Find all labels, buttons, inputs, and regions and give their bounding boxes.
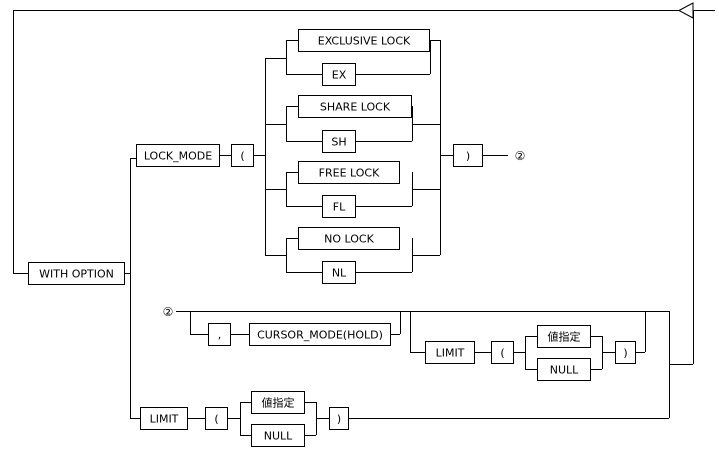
continuation-marker-start: ②: [163, 305, 174, 319]
no-lock-box: NO LOCK: [298, 227, 400, 250]
ex-label: EX: [332, 69, 347, 82]
sh-label: SH: [331, 136, 346, 149]
close-paren-label-2: ): [623, 347, 627, 360]
value-spec-box-1: 値指定: [537, 325, 591, 348]
ex-box: EX: [322, 63, 356, 86]
fl-label: FL: [333, 201, 346, 214]
open-paren-box-3: (: [205, 407, 228, 430]
close-paren-box-3: ): [329, 407, 349, 430]
free-lock-box: FREE LOCK: [298, 161, 400, 184]
with-option-label: WITH OPTION: [39, 268, 114, 281]
open-paren-label-3: (: [214, 413, 218, 426]
limit-box-2: LIMIT: [140, 407, 188, 430]
close-paren-box-2: ): [615, 341, 636, 364]
limit-label-2: LIMIT: [150, 413, 179, 426]
close-paren-box-1: ): [453, 144, 483, 167]
null-label-1: NULL: [550, 364, 579, 377]
null-box-2: NULL: [251, 424, 305, 447]
sh-box: SH: [322, 130, 356, 153]
cursor-mode-hold-label: CURSOR_MODE(HOLD): [257, 329, 383, 342]
lock-mode-box: LOCK_MODE: [136, 144, 220, 167]
nl-box: NL: [322, 261, 356, 284]
comma-label: ,: [218, 329, 222, 342]
null-box-1: NULL: [537, 358, 591, 381]
share-lock-label: SHARE LOCK: [320, 101, 391, 114]
no-lock-label: NO LOCK: [324, 233, 374, 246]
close-paren-label-1: ): [466, 150, 470, 163]
limit-label-1: LIMIT: [436, 347, 465, 360]
open-paren-label-2: (: [500, 347, 504, 360]
value-spec-label-1: 値指定: [548, 330, 581, 344]
with-option-box: WITH OPTION: [28, 262, 125, 285]
lock-mode-label: LOCK_MODE: [144, 150, 212, 163]
diagram-lines: [13, 2, 715, 436]
open-paren-box-1: (: [231, 144, 254, 167]
exclusive-lock-box: EXCLUSIVE LOCK: [298, 29, 430, 52]
continuation-marker-end: ②: [515, 149, 526, 163]
open-paren-box-2: (: [491, 341, 514, 364]
fl-box: FL: [322, 195, 356, 218]
share-lock-box: SHARE LOCK: [298, 95, 412, 118]
limit-box-1: LIMIT: [425, 341, 475, 364]
exclusive-lock-label: EXCLUSIVE LOCK: [318, 35, 411, 48]
value-spec-label-2: 値指定: [262, 396, 295, 410]
comma-box: ,: [208, 323, 231, 346]
nl-label: NL: [332, 267, 347, 280]
null-label-2: NULL: [264, 430, 293, 443]
value-spec-box-2: 値指定: [251, 391, 305, 414]
cursor-mode-hold-box: CURSOR_MODE(HOLD): [249, 323, 391, 346]
open-paren-label-1: (: [240, 150, 244, 163]
close-paren-label-3: ): [337, 413, 341, 426]
free-lock-label: FREE LOCK: [319, 167, 380, 180]
